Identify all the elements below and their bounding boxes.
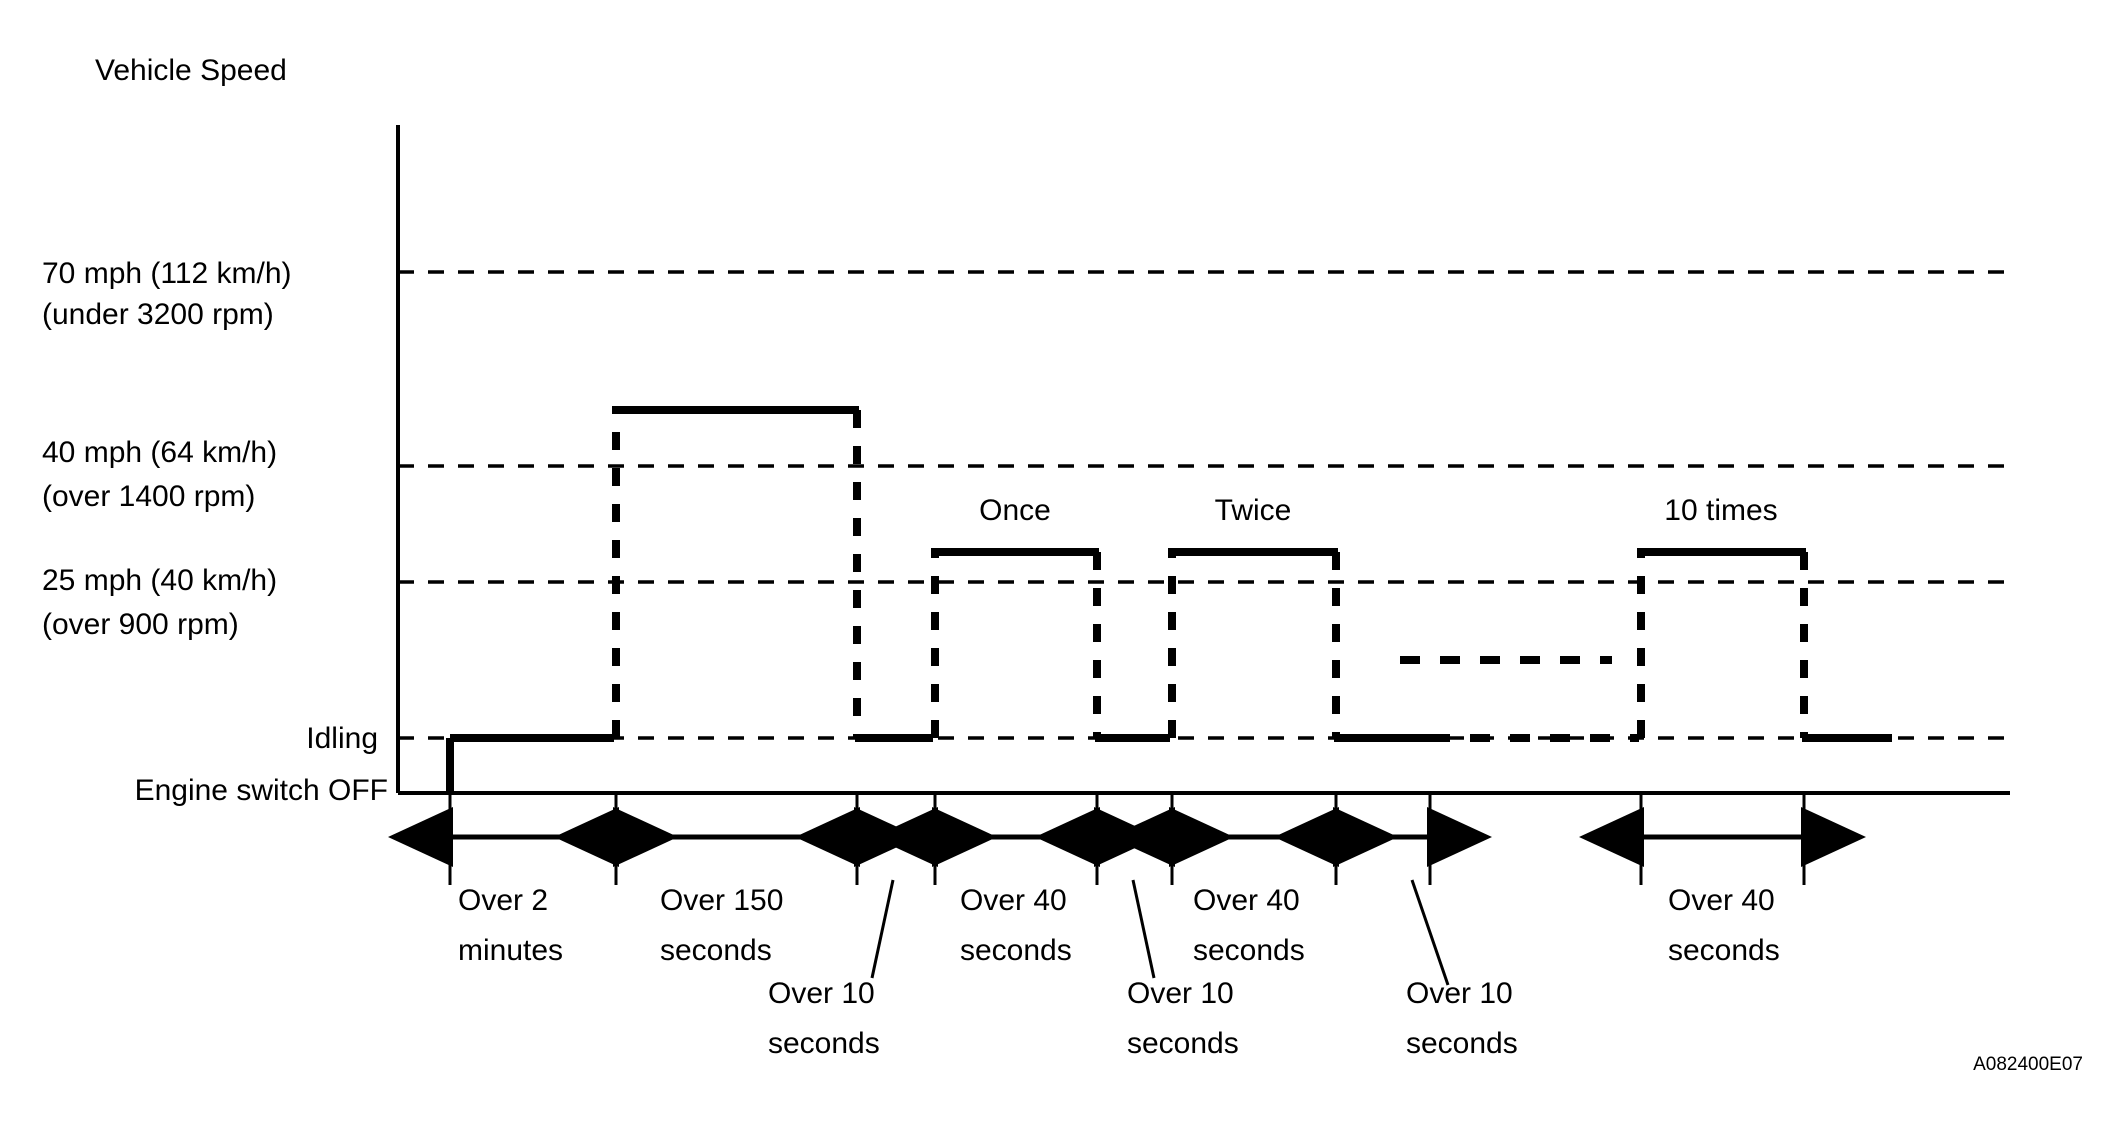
pulse-label-twice: Twice [1215,494,1292,527]
svg-text:seconds: seconds [960,934,1072,967]
svg-text:Over 10: Over 10 [1406,977,1513,1010]
svg-text:70 mph (112 km/h): 70 mph (112 km/h) [42,257,292,290]
leader-line-over-10-seconds-2 [1131,879,1156,979]
dim-label-over-40-seconds-2: Over 40 seconds [1193,884,1305,967]
reference-code: A082400E07 [1973,1054,2083,1075]
svg-text:seconds: seconds [1668,934,1780,967]
y-axis-title: Vehicle Speed [95,54,287,87]
svg-text:(over 900 rpm): (over 900 rpm) [42,608,239,641]
svg-text:Over 10: Over 10 [1127,977,1234,1010]
svg-text:(over 1400 rpm): (over 1400 rpm) [42,480,255,513]
svg-text:seconds: seconds [1406,1027,1518,1060]
svg-text:Over 2: Over 2 [458,884,548,917]
pulse-label-once: Once [979,494,1051,527]
svg-text:(under 3200 rpm): (under 3200 rpm) [42,298,274,331]
y-axis-label-70mph: 70 mph (112 km/h) (under 3200 rpm) [42,257,292,331]
svg-text:seconds: seconds [1193,934,1305,967]
dim-label-over-40-seconds-3: Over 40 seconds [1668,884,1780,967]
svg-text:minutes: minutes [458,934,563,967]
dim-label-over-10-seconds-2: Over 10 seconds [1127,977,1239,1060]
dim-label-over-2-minutes: Over 2 minutes [458,884,563,967]
dim-label-over-10-seconds-1: Over 10 seconds [768,977,880,1060]
leader-line-over-10-seconds-3 [1410,879,1450,986]
dim-label-over-10-seconds-3: Over 10 seconds [1406,977,1518,1060]
svg-text:Over 40: Over 40 [960,884,1067,917]
svg-text:25 mph (40 km/h): 25 mph (40 km/h) [42,564,277,597]
dim-label-over-40-seconds-1: Over 40 seconds [960,884,1072,967]
y-axis-label-engine-off: Engine switch OFF [135,774,388,807]
pulse-label-10times: 10 times [1664,494,1777,527]
y-axis-label-25mph: 25 mph (40 km/h) (over 900 rpm) [42,564,277,641]
y-axis-label-idling: Idling [306,722,378,755]
svg-text:Over 40: Over 40 [1193,884,1300,917]
svg-text:seconds: seconds [1127,1027,1239,1060]
dim-label-over-150-seconds: Over 150 seconds [660,884,783,967]
svg-text:Over 150: Over 150 [660,884,783,917]
leader-line-over-10-seconds-1 [870,879,895,979]
svg-text:seconds: seconds [768,1027,880,1060]
svg-text:Over 10: Over 10 [768,977,875,1010]
y-axis-label-40mph: 40 mph (64 km/h) (over 1400 rpm) [42,436,277,513]
svg-text:Over 40: Over 40 [1668,884,1775,917]
svg-text:40 mph (64 km/h): 40 mph (64 km/h) [42,436,277,469]
svg-text:seconds: seconds [660,934,772,967]
